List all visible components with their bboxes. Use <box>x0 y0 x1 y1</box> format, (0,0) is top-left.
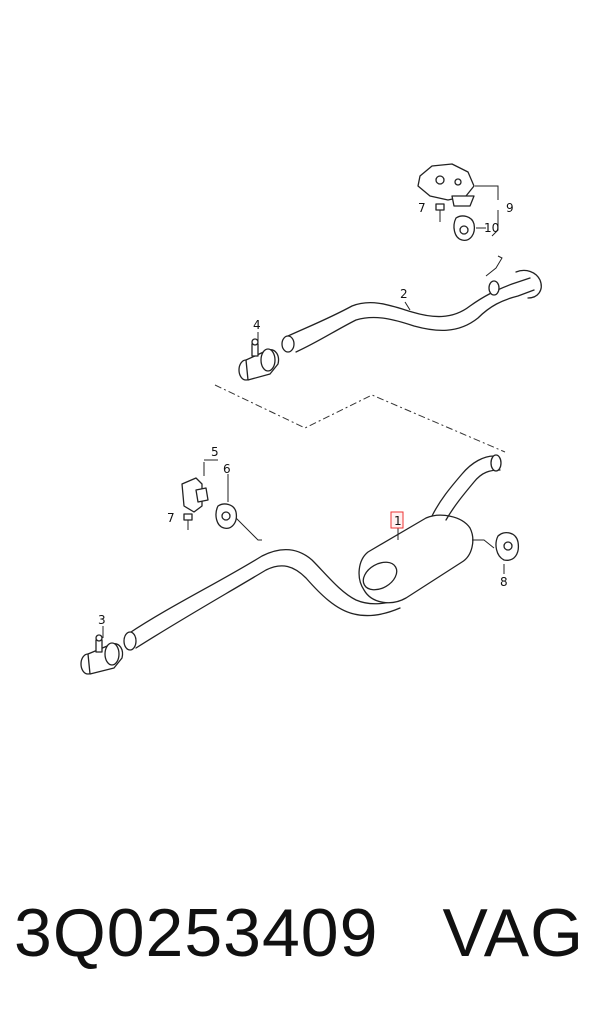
callout-7-rear-label: 7 <box>418 201 426 215</box>
middle-hanger[interactable] <box>495 531 520 561</box>
callout-8-label: 8 <box>500 575 508 589</box>
muffler[interactable] <box>358 454 502 604</box>
callout-9-label: 9 <box>506 201 514 215</box>
callout-3-label: 3 <box>98 613 106 627</box>
callout-6-label: 6 <box>223 462 231 476</box>
callout-4-label: 4 <box>253 318 261 332</box>
callout-5-label: 5 <box>211 445 219 459</box>
rear-bracket[interactable] <box>417 163 475 207</box>
rear-clamp[interactable] <box>238 338 280 381</box>
callout-10-label: 10 <box>484 221 499 235</box>
part-number: 3Q0253409 <box>14 895 379 971</box>
front-clamp[interactable] <box>80 634 124 675</box>
connection-outline <box>214 384 506 453</box>
callout-2-label: 2 <box>400 287 408 301</box>
rear-hanger[interactable] <box>453 215 476 241</box>
footer: 3Q0253409 VAG <box>0 888 600 978</box>
front-bracket[interactable] <box>181 477 209 513</box>
front-bolt[interactable] <box>183 513 193 530</box>
rear-bolt[interactable] <box>435 203 445 222</box>
front-hanger[interactable] <box>215 503 238 529</box>
callout-1[interactable]: 1 <box>390 511 404 529</box>
callout-7-front-label: 7 <box>167 511 175 525</box>
brand-label: VAG <box>442 895 584 971</box>
rear-pipe[interactable] <box>281 255 542 353</box>
front-pipe[interactable] <box>123 549 401 651</box>
callout-1-label: 1 <box>394 514 402 528</box>
